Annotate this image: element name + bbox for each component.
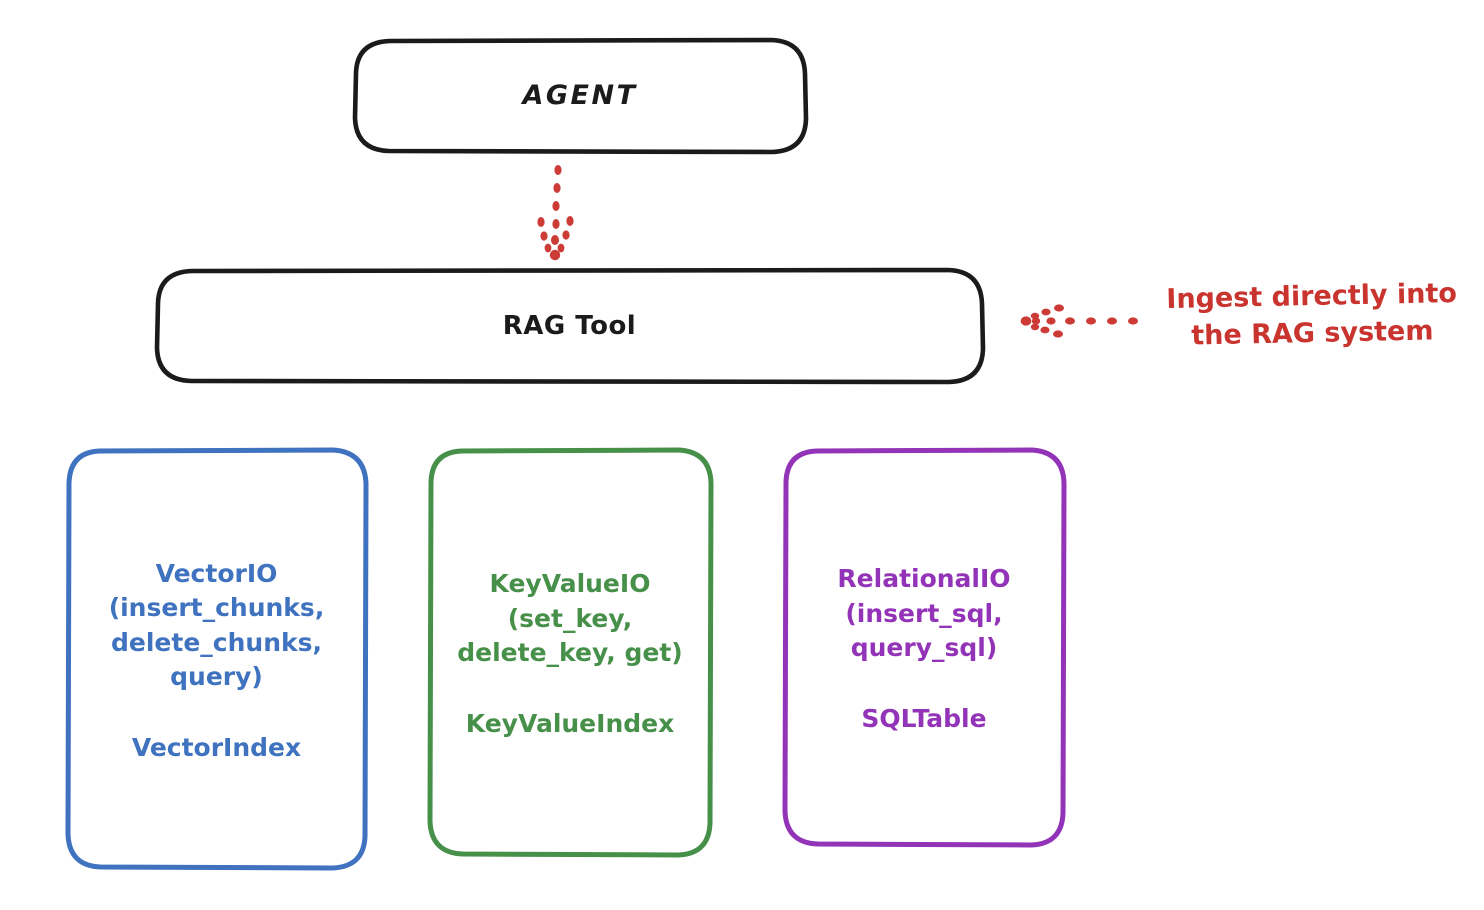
vector-io-node[interactable]: VectorIO (insert_chunks, delete_chunks, … (68, 450, 365, 868)
vector-io-index-label: VectorIndex (131, 732, 302, 762)
key-value-io-node[interactable]: KeyValueIO (set_key, delete_key, get) Ke… (430, 450, 710, 855)
key-value-io-index-label: KeyValueIndex (465, 708, 675, 738)
rag-tool-node[interactable]: RAG Tool (157, 270, 982, 382)
relational-io-index-label: SQLTable (861, 703, 987, 733)
ingest-to-rag-tool-connector (1020, 304, 1138, 338)
agent-node[interactable]: AGENT (355, 40, 805, 152)
rag-tool-label: RAG Tool (502, 310, 637, 341)
relational-io-api-label: RelationalIO (insert_sql, query_sql) (837, 564, 1011, 663)
relational-io-node[interactable]: RelationalIO (insert_sql, query_sql) SQL… (785, 450, 1063, 845)
ingest-annotation-label: Ingest directly into the RAG system (1166, 277, 1458, 352)
key-value-io-api-label: KeyValueIO (set_key, delete_key, get) (457, 569, 683, 668)
vector-io-api-label: VectorIO (insert_chunks, delete_chunks, … (108, 558, 325, 692)
agent-label: AGENT (522, 80, 638, 112)
agent-to-rag-tool-connector (537, 165, 574, 261)
